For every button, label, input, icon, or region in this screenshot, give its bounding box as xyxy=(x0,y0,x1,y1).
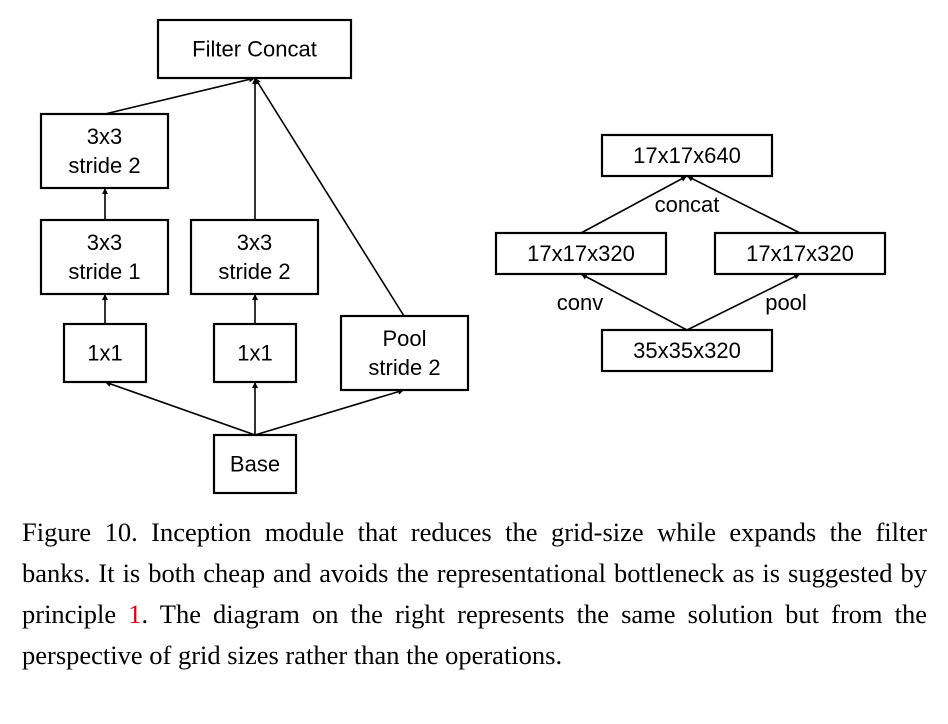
concat-edge-label: concat xyxy=(655,192,720,217)
grid-35x35x320-node-label: 35x35x320 xyxy=(633,338,741,363)
filter-concat-node-box xyxy=(156,18,353,80)
edge-pool-to-concat xyxy=(254,77,405,317)
conv3x3-stride2-node-left-box xyxy=(39,112,170,190)
edge-left-to-top xyxy=(580,175,688,234)
conv3x3-stride1-node-label: 3x3 xyxy=(87,230,122,255)
grid-17x17x320-pool-node: 17x17x320 xyxy=(713,231,887,276)
grid-17x17x640-node-box xyxy=(600,133,774,178)
figure-caption: Figure 10. Inception module that reduces… xyxy=(22,512,927,676)
conv3x3-stride1-node-label: stride 1 xyxy=(68,259,140,284)
edge-bottom-to-left xyxy=(580,273,688,331)
conv-edge-label: conv xyxy=(557,290,603,315)
conv3x3-stride2-node-left: 3x3 stride 2 xyxy=(39,112,170,190)
grid-35x35x320-node-box xyxy=(600,328,774,373)
principle-reference-link[interactable]: 1 xyxy=(128,599,142,629)
edge-bottom-to-right xyxy=(686,273,801,331)
pool-stride2-node-label: stride 2 xyxy=(368,355,440,380)
filter-concat-node-label: Filter Concat xyxy=(192,37,317,62)
pool-stride2-node: Pool stride 2 xyxy=(339,314,470,392)
conv3x3-stride1-node: 3x3 stride 1 xyxy=(39,218,170,296)
grid-17x17x320-conv-node-box xyxy=(494,231,668,276)
pool-edge-label: pool xyxy=(765,290,807,315)
grid-17x17x320-conv-node: 17x17x320 xyxy=(494,231,668,276)
conv3x3-stride1-node-box xyxy=(39,218,170,296)
edge-right-to-top xyxy=(686,175,801,234)
conv3x3-stride2-node-middle-label: 3x3 xyxy=(237,230,272,255)
edge-base-to-1x1-left xyxy=(104,381,256,436)
filter-concat-node: Filter Concat xyxy=(156,18,353,80)
right-diagram: 17x17x640 17x17x320 17x17x320 35x35x320 conc… xyxy=(494,133,887,373)
conv1x1-node-middle-label: 1x1 xyxy=(237,341,272,366)
conv1x1-node-left-box xyxy=(62,322,148,384)
grid-17x17x320-pool-node-label: 17x17x320 xyxy=(746,241,854,266)
grid-17x17x640-node: 17x17x640 xyxy=(600,133,774,178)
conv3x3-stride2-node-middle-box xyxy=(189,218,320,296)
conv3x3-stride2-node-left-label: stride 2 xyxy=(68,153,140,178)
base-node-label: Base xyxy=(230,452,280,477)
left-diagram: Filter Concat 3x3 stride 2 3x3 stride 1 3x3 st… xyxy=(39,18,470,495)
base-node: Base xyxy=(212,433,298,495)
conv3x3-stride2-node-left-label: 3x3 xyxy=(87,124,122,149)
conv1x1-node-middle-box xyxy=(212,322,298,384)
caption-text: Figure 10. Inception module that reduces… xyxy=(22,517,927,629)
grid-17x17x640-node-label: 17x17x640 xyxy=(633,143,741,168)
pool-stride2-node-label: Pool xyxy=(382,326,426,351)
grid-35x35x320-node: 35x35x320 xyxy=(600,328,774,373)
caption-text-continued: . The diagram on the right represents th… xyxy=(22,599,928,670)
conv1x1-node-left-label: 1x1 xyxy=(87,341,122,366)
conv3x3-stride2-node-middle-label: stride 2 xyxy=(218,259,290,284)
base-node-box xyxy=(212,433,298,495)
figure-diagrams: Filter Concat 3x3 stride 2 3x3 stride 1 3x3 st… xyxy=(39,18,887,495)
edge-stride2-left-to-concat xyxy=(104,76,256,115)
grid-17x17x320-conv-node-label: 17x17x320 xyxy=(527,241,635,266)
conv1x1-node-left: 1x1 xyxy=(62,322,148,384)
conv1x1-node-middle: 1x1 xyxy=(212,322,298,384)
grid-17x17x320-pool-node-box xyxy=(713,231,887,276)
pool-stride2-node-box xyxy=(339,314,470,392)
conv3x3-stride2-node-middle: 3x3 stride 2 xyxy=(189,218,320,296)
edge-base-to-pool xyxy=(254,388,405,436)
